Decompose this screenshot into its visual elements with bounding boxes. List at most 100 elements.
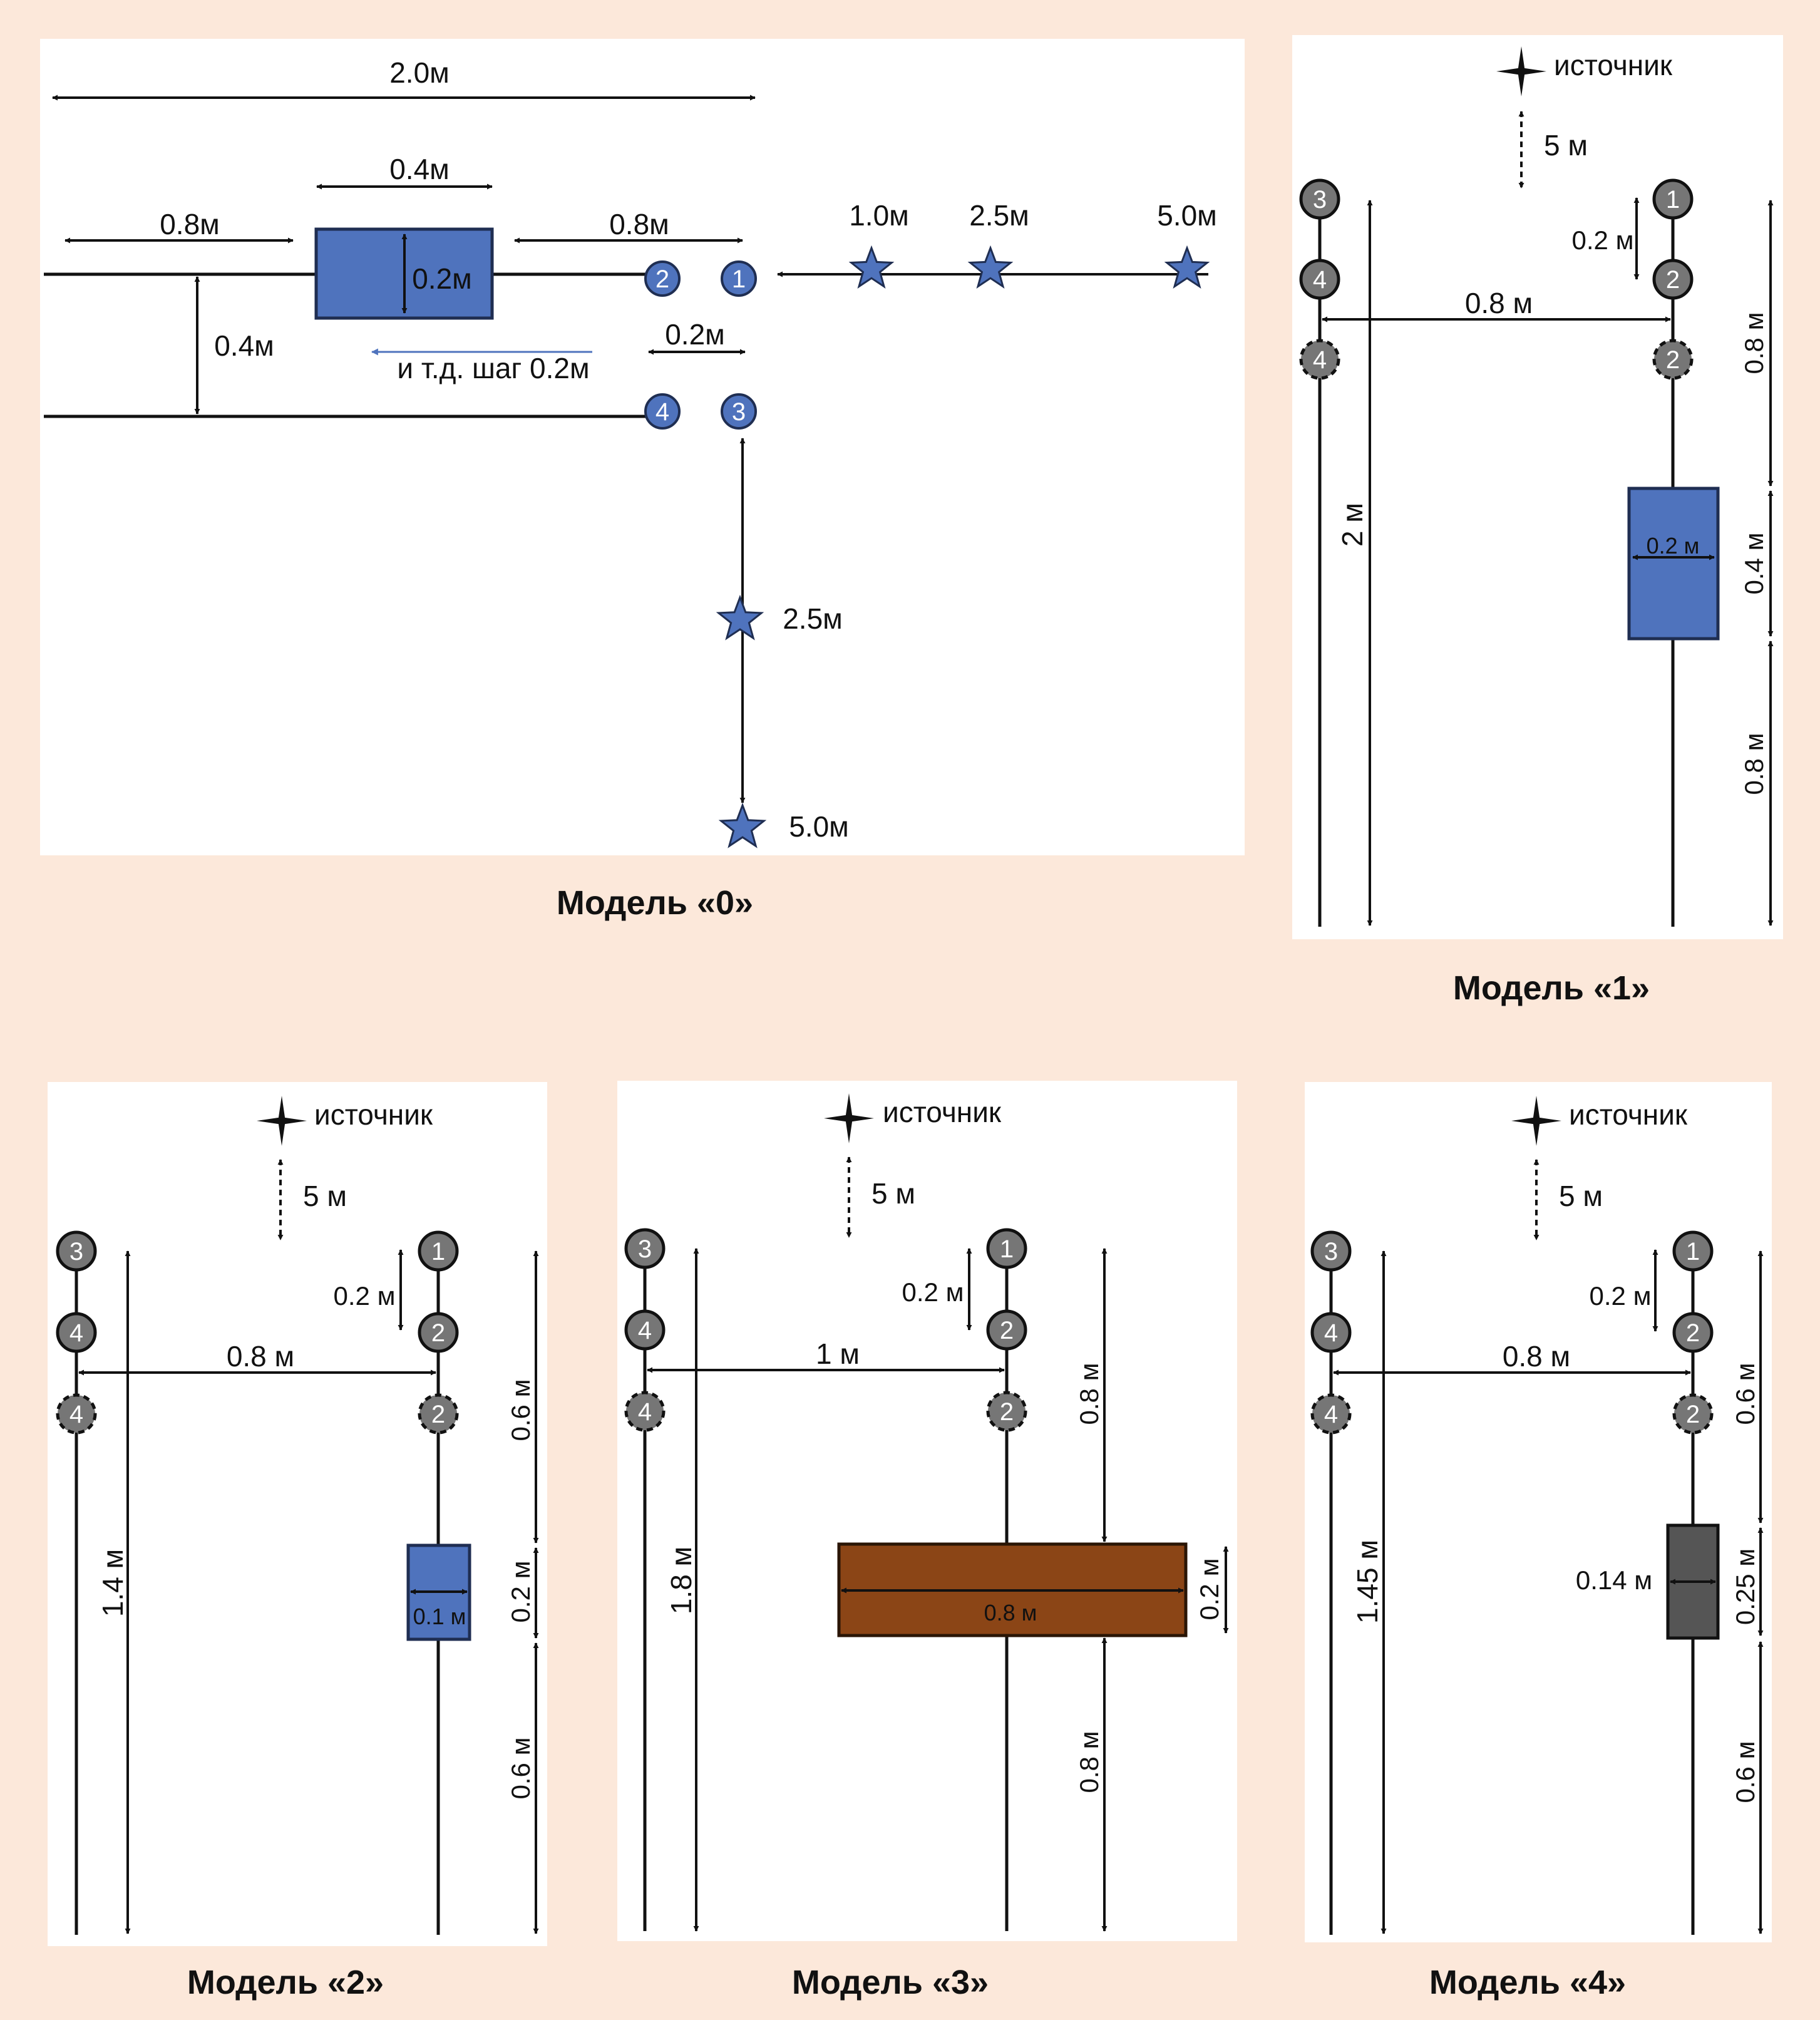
model-1-node-4-alt-label: 4 <box>1313 346 1327 374</box>
model-1-node-3: 3 <box>1299 178 1340 220</box>
node-2: 2 <box>644 260 681 297</box>
model-4-node-4-alt-label: 4 <box>1324 1401 1338 1428</box>
node-3: 3 <box>721 393 757 430</box>
model-4-dim-bottom: 0.6 м <box>1730 1741 1760 1803</box>
model-2-dim-mid: 0.2 м <box>506 1561 535 1623</box>
model-1-dim-bottom: 0.8 м <box>1739 733 1769 795</box>
model-3-node-2-alt: 2 <box>986 1391 1027 1432</box>
point-h-2-label: 2.5м <box>969 199 1029 232</box>
four-point-star-icon <box>257 1096 307 1146</box>
model-4-node-2-label: 2 <box>1686 1319 1700 1347</box>
model-1-node-2-alt: 2 <box>1652 339 1694 380</box>
point-v-1: 2.5м <box>716 594 843 641</box>
model-4-panel: источник 5 м 0.14 м 0.2 м 0.8 м 1.45 м 0… <box>1305 1082 1772 2001</box>
model-0-caption: Модель «0» <box>557 884 753 922</box>
model-4-source-label: источник <box>1569 1098 1688 1131</box>
dim-label-left: 0.8м <box>160 208 220 240</box>
model-4-caption: Модель «4» <box>1429 1964 1626 2001</box>
model-4-dim-step: 0.2 м <box>1590 1281 1652 1311</box>
model-2-node-1-label: 1 <box>431 1238 445 1265</box>
point-h-1: 1.0м <box>848 199 909 289</box>
model-3-dim-bottom: 0.8 м <box>1074 1731 1104 1793</box>
model-2-node-2-label: 2 <box>431 1319 445 1347</box>
model-4-dim-top: 0.6 м <box>1730 1363 1760 1425</box>
model-2-node-2: 2 <box>418 1312 459 1353</box>
model-2-dim-step: 0.2 м <box>334 1281 396 1311</box>
four-point-star-icon <box>824 1093 874 1143</box>
model-4-node-1: 1 <box>1672 1230 1714 1272</box>
point-v-2-label: 5.0м <box>789 810 849 843</box>
five-point-star-icon <box>718 802 767 848</box>
model-2-node-2-alt-label: 2 <box>431 1401 445 1428</box>
model-1-source-distance: 5 м <box>1544 129 1588 162</box>
dim-label-box-length: 0.4м <box>389 153 450 185</box>
model-1-object-box <box>1627 487 1720 641</box>
model-3-dim-mid: 0.2 м <box>1195 1559 1224 1621</box>
model-3-node-1-label: 1 <box>1000 1235 1014 1263</box>
model-2-node-4-alt-label: 4 <box>69 1401 83 1428</box>
model-4-dim-box: 0.14 м <box>1576 1565 1652 1595</box>
model-2-node-3: 3 <box>56 1230 97 1272</box>
model-1-dim-mid: 0.4 м <box>1739 533 1769 595</box>
model-1-node-2: 2 <box>1652 259 1694 300</box>
model-3-dim-step: 0.2 м <box>902 1277 964 1307</box>
model-2-node-4-alt: 4 <box>56 1393 97 1435</box>
model-1-node-2-alt-label: 2 <box>1666 346 1680 374</box>
model-2-node-4-label: 4 <box>69 1319 83 1347</box>
point-v-1-label: 2.5м <box>783 602 843 635</box>
model-2-dim-box: 0.1 м <box>413 1604 466 1629</box>
model-4-node-4-alt: 4 <box>1310 1393 1352 1435</box>
model-1-node-4-alt: 4 <box>1299 339 1340 380</box>
dim-label-step: 0.2м <box>665 318 725 351</box>
model-3-dim-spacing: 1 м <box>816 1337 860 1370</box>
node-4-label: 4 <box>656 398 669 426</box>
model-3-node-4-alt-label: 4 <box>638 1398 652 1426</box>
node-1: 1 <box>721 260 757 297</box>
model-4-source-distance: 5 м <box>1559 1180 1603 1212</box>
model-4-node-4: 4 <box>1310 1312 1352 1353</box>
model-3-node-2-label: 2 <box>1000 1317 1014 1344</box>
model-2-node-2-alt: 2 <box>418 1393 459 1435</box>
point-h-3-label: 5.0м <box>1157 199 1217 232</box>
model-1-node-1-label: 1 <box>1666 186 1680 214</box>
model-2-dim-bottom: 0.6 м <box>506 1738 535 1800</box>
model-4-node-3-label: 3 <box>1324 1238 1338 1265</box>
model-2-background <box>48 1082 547 1946</box>
four-point-star-icon <box>1496 46 1546 96</box>
model-1-dim-step: 0.2 м <box>1572 225 1634 255</box>
model-3-dim-box: 0.8 м <box>984 1600 1037 1626</box>
model-0-panel: 2.0м 0.4м 0.8м 0.8м 0.2м 0.4м 0.2м и т.д… <box>40 39 1245 922</box>
node-3-label: 3 <box>732 398 746 426</box>
model-2-dim-spacing: 0.8 м <box>227 1340 294 1373</box>
model-3-node-3-label: 3 <box>638 1235 652 1263</box>
four-point-star-icon <box>1511 1096 1561 1146</box>
model-4-node-2: 2 <box>1672 1312 1714 1353</box>
model-2-dim-length: 1.4 м <box>96 1549 129 1617</box>
model-4-node-4-label: 4 <box>1324 1319 1338 1347</box>
model-3-node-3: 3 <box>624 1228 666 1269</box>
model-4-node-3: 3 <box>1310 1230 1352 1272</box>
five-point-star-icon <box>716 594 764 641</box>
model-3-node-4-label: 4 <box>638 1317 652 1344</box>
model-2-source-label: источник <box>314 1098 433 1131</box>
model-2-panel: источник 5 м 0.1 м 0.2 м 0.8 м 1.4 м 0.6… <box>48 1082 547 2001</box>
model-1-node-4-label: 4 <box>1313 266 1327 294</box>
five-point-star-icon <box>1164 245 1210 289</box>
model-1-panel: источник 5 м 0.2 м 0.2 м 0.8 м 2 м 0.8 м… <box>1292 35 1783 1007</box>
five-point-star-icon <box>848 245 895 289</box>
model-1-dim-length: 2 м <box>1336 503 1369 547</box>
model-1-node-1: 1 <box>1652 178 1694 220</box>
model-4-node-1-label: 1 <box>1686 1238 1700 1265</box>
dim-label-total: 2.0м <box>389 56 450 89</box>
node-4: 4 <box>644 393 681 430</box>
point-h-3: 5.0м <box>1157 199 1217 289</box>
model-1-caption: Модель «1» <box>1453 969 1650 1007</box>
model-4-node-2-alt-label: 2 <box>1686 1401 1700 1428</box>
dim-label-spacing: 0.4м <box>214 329 274 362</box>
model-1-source-label: источник <box>1554 49 1673 81</box>
step-note: и т.д. шаг 0.2м <box>397 352 589 384</box>
dim-label-right: 0.8м <box>609 208 669 240</box>
model-3-source-label: источник <box>883 1096 1002 1128</box>
point-h-2: 2.5м <box>967 199 1029 289</box>
